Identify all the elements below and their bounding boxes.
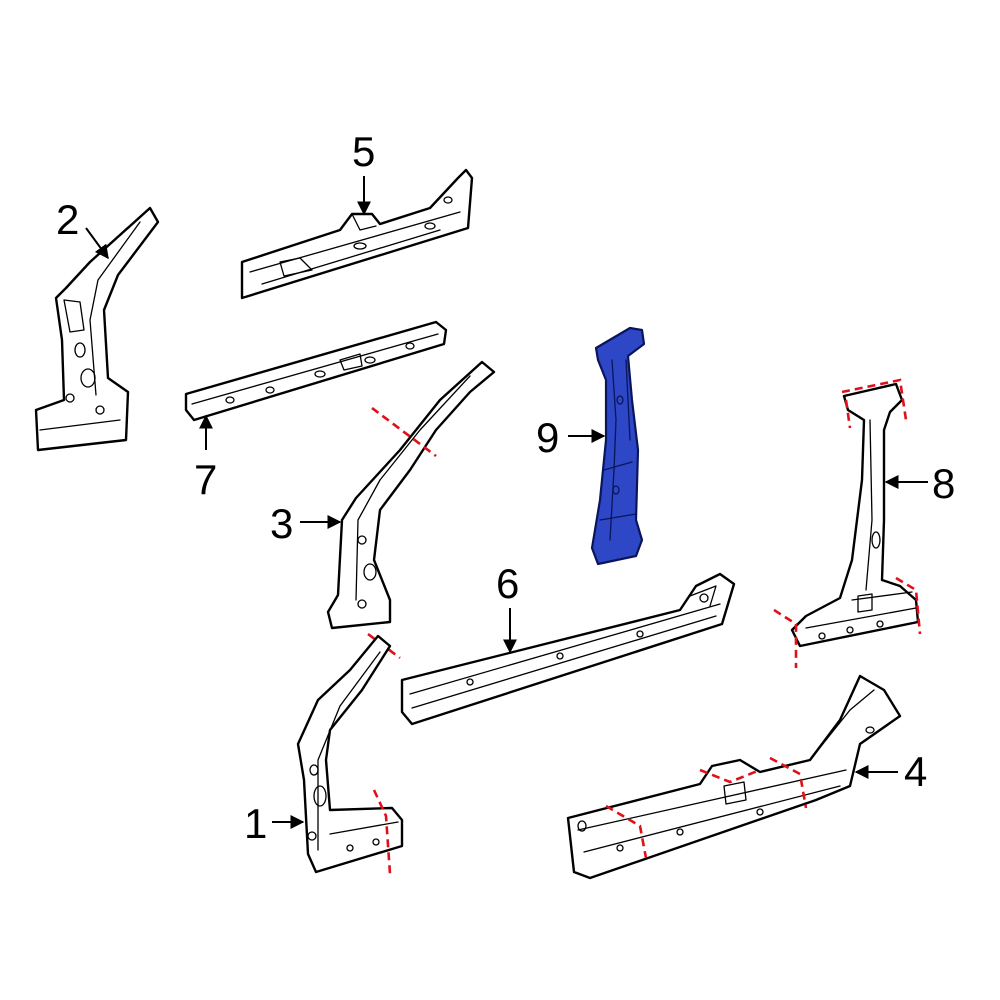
callout-6[interactable]: 6	[496, 560, 519, 607]
part-7-inner-rocker[interactable]	[184, 320, 448, 422]
part-3-a-pillar-upper[interactable]	[326, 360, 496, 660]
part-4-rocker-panel[interactable]	[566, 674, 902, 880]
part-6-rocker-outer[interactable]	[400, 572, 736, 726]
part-8-b-pillar[interactable]	[773, 378, 922, 668]
leader-2	[85, 227, 109, 260]
part-2-a-pillar[interactable]	[34, 206, 160, 452]
callout-8[interactable]: 8	[932, 460, 955, 507]
callout-1[interactable]: 1	[244, 800, 267, 847]
callout-7[interactable]: 7	[194, 456, 217, 503]
callout-3[interactable]: 3	[270, 500, 293, 547]
part-5-roof-rail[interactable]	[240, 168, 474, 300]
callout-4[interactable]: 4	[904, 748, 927, 795]
part-9-b-pillar-reinforcement[interactable]	[590, 326, 646, 566]
part-1-hinge-pillar[interactable]	[296, 634, 404, 875]
callout-9[interactable]: 9	[536, 414, 559, 461]
callout-5[interactable]: 5	[352, 128, 375, 175]
callout-2[interactable]: 2	[56, 196, 79, 243]
